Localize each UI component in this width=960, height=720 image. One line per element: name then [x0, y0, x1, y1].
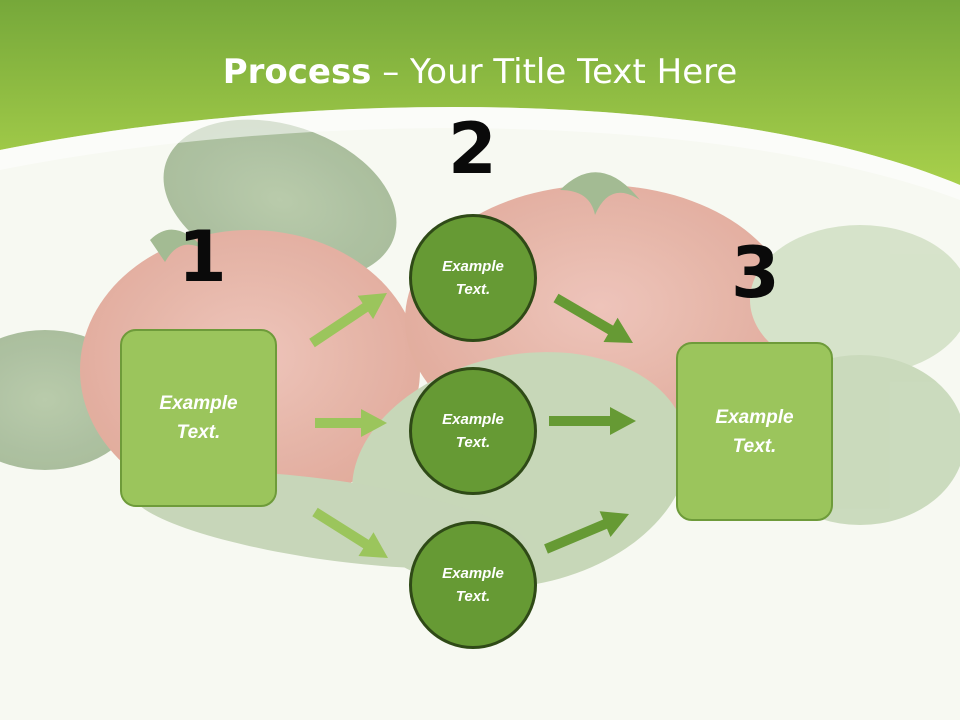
- step-2-circle-top: Example Text.: [409, 214, 537, 342]
- step-2-circle-bottom: Example Text.: [409, 521, 537, 649]
- circle-bottom-text: Example Text.: [442, 565, 504, 605]
- arrow-middle-to-3: [549, 407, 636, 435]
- step-3-text: Example Text.: [715, 406, 794, 457]
- title-bold: Process: [222, 52, 372, 92]
- arrow-1-to-middle: [315, 409, 387, 437]
- title-rest: – Your Title Text Here: [371, 52, 738, 92]
- step-2-circle-middle: Example Text.: [409, 367, 537, 495]
- step-number-2: 2: [448, 108, 497, 190]
- step-1-box: Example Text.: [120, 329, 277, 507]
- step-3-box: Example Text.: [676, 342, 833, 521]
- step-number-1: 1: [178, 216, 227, 298]
- arrow-top-to-3: [553, 293, 633, 343]
- step-1-text: Example Text.: [159, 393, 238, 443]
- circle-middle-text: Example Text.: [442, 411, 504, 451]
- arrow-bottom-to-3: [544, 511, 629, 554]
- circle-top-text: Example Text.: [442, 258, 504, 298]
- arrows-group: [309, 293, 636, 558]
- arrow-1-to-top: [309, 293, 387, 348]
- arrow-1-to-bottom: [312, 507, 388, 558]
- step-number-3: 3: [731, 232, 780, 314]
- slide-title: Process – Your Title Text Here: [0, 52, 960, 92]
